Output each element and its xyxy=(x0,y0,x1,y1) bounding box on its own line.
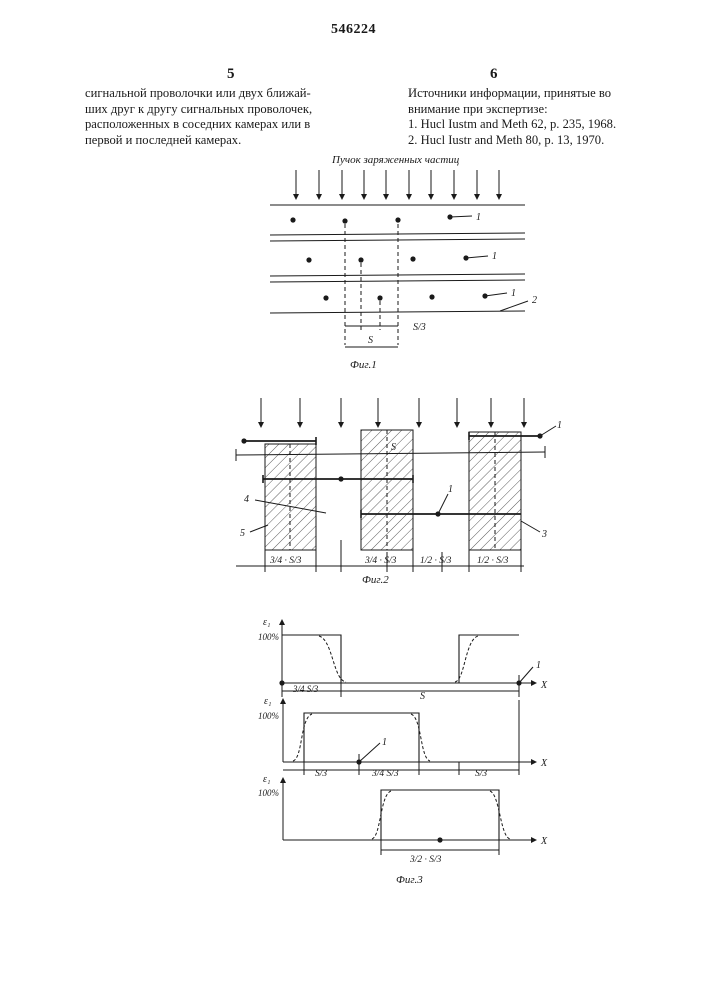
fig1-leaders xyxy=(450,216,528,311)
fig2-label-5: 5 xyxy=(240,528,245,539)
p1-label-1: 1 xyxy=(536,660,541,671)
fig2-dim-label: 1/2 · S/3 xyxy=(477,556,509,566)
fig2-label-3: 3 xyxy=(541,529,547,540)
fig2-dim-label: 1/2 · S/3 xyxy=(420,556,452,566)
figure-2-caption: Фиг.2 xyxy=(362,574,389,586)
wire-label-1: 1 xyxy=(476,212,481,223)
fig3-panel-2: ε₁ 100% X S/3 3/4 S/3 S/3 1 xyxy=(258,696,548,779)
fig3-panel-1: ε₁ 100% X 3/4 S/3 S 1 xyxy=(258,617,548,702)
figure-2: 1 1 S 4 5 3 3/4 · S/3 3/4 · S/3 1/2 · S/… xyxy=(236,398,562,586)
beam-label: Пучок заряженных частиц xyxy=(331,154,460,166)
eps-label: ε₁ xyxy=(263,617,270,628)
fig2-s-label: S xyxy=(391,442,396,453)
fig2-label-1: 1 xyxy=(557,420,562,431)
p1-dim-label: 3/4 S/3 xyxy=(292,684,319,694)
x-axis-label: X xyxy=(540,836,548,847)
pct-label: 100% xyxy=(258,711,279,721)
wire-label-1: 1 xyxy=(511,288,516,299)
projection-lines xyxy=(345,224,398,345)
signal-wires xyxy=(290,214,487,300)
figure-1: Пучок заряженных частиц xyxy=(270,154,537,371)
fig2-label-1: 1 xyxy=(448,484,453,495)
p1-s-label: S xyxy=(420,691,425,702)
figure-3-caption: Фиг.3 xyxy=(396,874,423,886)
eps-label: ε₁ xyxy=(264,696,271,707)
x-axis-label: X xyxy=(540,758,548,769)
p3-dim-label: 3/2 · S/3 xyxy=(409,855,442,865)
p2-dim-label: S/3 xyxy=(475,769,487,779)
fig2-dim-label: 3/4 · S/3 xyxy=(269,556,302,566)
wire-label-1: 1 xyxy=(492,251,497,262)
pct-label: 100% xyxy=(258,632,279,642)
eps-label: ε₁ xyxy=(263,774,270,785)
x-axis-label: X xyxy=(540,680,548,691)
p2-dim-label: S/3 xyxy=(315,769,327,779)
figure-3: ε₁ 100% X 3/4 S/3 S 1 ε₁ 100% X S/3 xyxy=(258,617,548,886)
fig2-dim-label: 3/4 · S/3 xyxy=(364,556,397,566)
fig2-beam-arrows xyxy=(261,398,524,427)
p2-label-1: 1 xyxy=(382,737,387,748)
pct-label: 100% xyxy=(258,788,279,798)
plane-label-2: 2 xyxy=(532,295,537,306)
fig3-panel-3: ε₁ 100% X 3/2 · S/3 xyxy=(258,774,548,865)
s-label: S xyxy=(368,335,373,346)
figure-1-caption: Фиг.1 xyxy=(350,359,377,371)
beam-arrows xyxy=(296,170,499,199)
fig2-label-4: 4 xyxy=(244,494,249,505)
p2-dim-label: 3/4 S/3 xyxy=(371,769,399,779)
s3-label: S/3 xyxy=(413,322,426,333)
